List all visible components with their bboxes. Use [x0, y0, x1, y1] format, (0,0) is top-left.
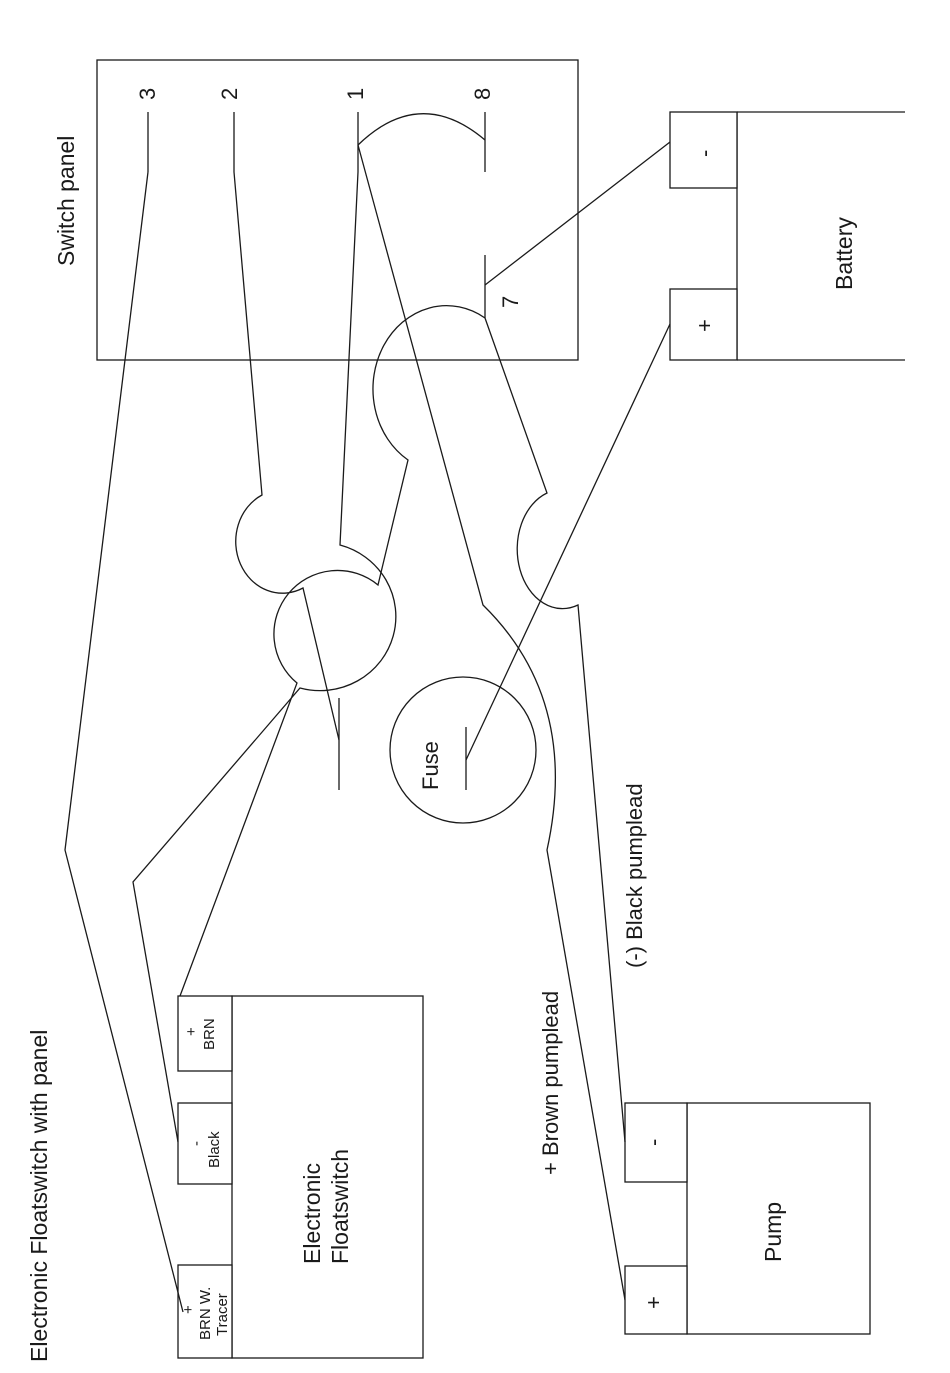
battery-label: Battery: [831, 217, 857, 290]
fuse-circle: [390, 677, 536, 823]
switch-panel-label: Switch panel: [53, 136, 79, 266]
pump-label: Pump: [760, 1202, 786, 1262]
terminal-7-label: 7: [498, 296, 523, 308]
battery: - + Battery: [670, 112, 905, 360]
floatswitch-brn-label: BRN: [201, 1018, 218, 1050]
floatswitch-terminal-black: [178, 1103, 232, 1184]
floatswitch-black-sign: -: [188, 1141, 205, 1146]
terminal-3-label: 3: [135, 88, 160, 100]
fuse: Fuse: [390, 677, 536, 823]
pump-neg-sign: -: [641, 1139, 666, 1146]
terminal-2-label: 2: [217, 88, 242, 100]
switch-panel-box: [97, 60, 578, 360]
floatswitch-tracer-label-1: BRN W.: [197, 1287, 214, 1340]
switch-panel: Switch panel 3 2 1 8 7: [53, 60, 578, 360]
electronic-floatswitch: + BRN - Black + BRN W. Tracer Electronic…: [178, 996, 423, 1358]
floatswitch-label-line1: Electronic: [299, 1163, 325, 1264]
floatswitch-brn-sign: +: [183, 1027, 200, 1036]
brown-pumplead-label: + Brown pumplead: [538, 991, 563, 1175]
floatswitch-tracer-label-2: Tracer: [214, 1293, 231, 1336]
wire-floatswitch-brn-to-7: [180, 306, 485, 996]
floatswitch-black-label: Black: [206, 1131, 223, 1168]
black-pumplead-label: (-) Black pumplead: [622, 783, 647, 968]
diagram-title: Electronic Floatswitch with panel: [26, 1030, 52, 1362]
pump-pos-sign: +: [641, 1296, 666, 1309]
battery-neg-sign: -: [692, 150, 717, 157]
wire-battery-pos-to-fuse: [466, 324, 670, 760]
terminal-8-label: 8: [470, 88, 495, 100]
terminal-1-label: 1: [343, 88, 368, 100]
fuse-label: Fuse: [418, 741, 443, 790]
floatswitch-label-line2: Floatswitch: [327, 1149, 353, 1264]
battery-pos-sign: +: [692, 319, 717, 332]
pump: - + Pump: [625, 1103, 870, 1334]
